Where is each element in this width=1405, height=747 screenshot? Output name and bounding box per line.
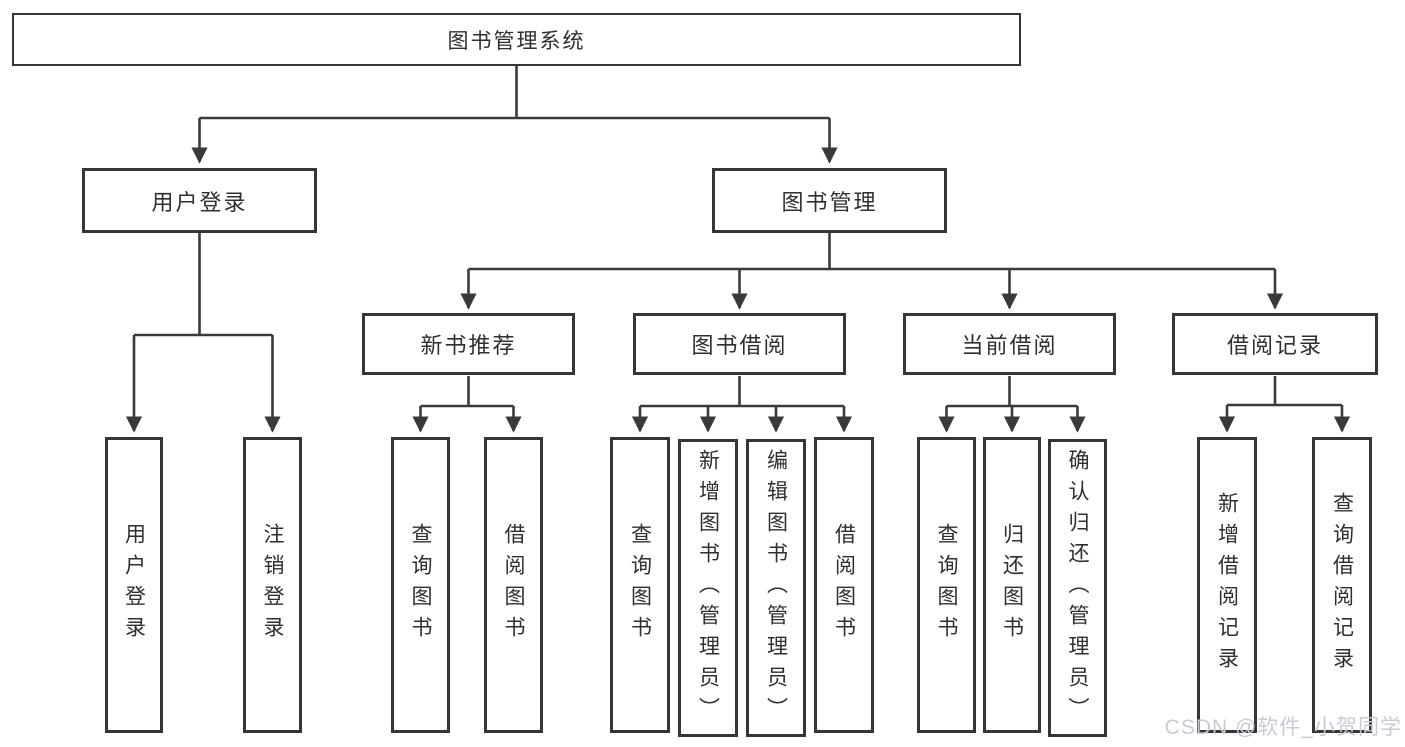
node-root: 图书管理系统: [12, 13, 1021, 66]
leaf-borrow-book: 借阅图书: [814, 437, 874, 733]
leaf-query-book: 查询图书: [610, 437, 670, 733]
node-book-borrow: 图书借阅: [633, 313, 846, 375]
node-borrow-records: 借阅记录: [1172, 313, 1378, 375]
leaf-query-book: 查询图书: [917, 437, 976, 733]
leaf-edit-book-admin: 编辑图书（管理员）: [746, 439, 806, 737]
node-book-management: 图书管理: [712, 168, 947, 233]
node-new-book-recommend: 新书推荐: [362, 313, 575, 375]
node-current-borrow: 当前借阅: [903, 313, 1116, 375]
leaf-return-book: 归还图书: [983, 437, 1041, 733]
node-user-login: 用户登录: [82, 168, 317, 233]
leaf-add-borrow-record: 新增借阅记录: [1197, 437, 1257, 733]
leaf-query-book: 查询图书: [391, 437, 450, 733]
leaf-user-login: 用户登录: [105, 437, 163, 733]
leaf-add-book-admin: 新增图书（管理员）: [678, 439, 738, 737]
leaf-borrow-book: 借阅图书: [484, 437, 543, 733]
leaf-confirm-return-admin: 确认归还（管理员）: [1048, 439, 1107, 737]
leaf-logout-login: 注销登录: [243, 437, 302, 733]
leaf-query-borrow-record: 查询借阅记录: [1312, 437, 1372, 733]
watermark: CSDN @软件_小贺同学: [1164, 716, 1402, 739]
